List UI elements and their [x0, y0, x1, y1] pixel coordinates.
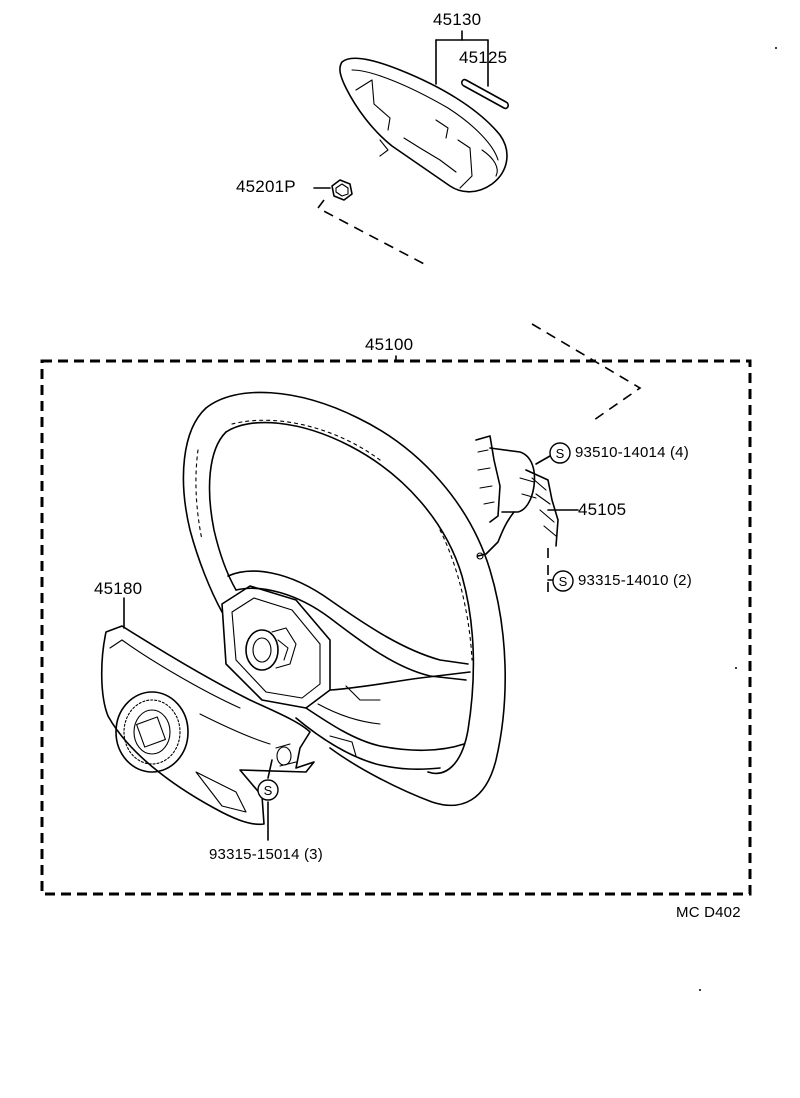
s-symbol-letter: S [264, 783, 273, 798]
nut-45201P [331, 179, 353, 201]
lower-cover-45180 [100, 625, 315, 826]
label-93315-14010: 93315-14010 (2) [578, 572, 692, 589]
horn-contact-45105 [475, 435, 559, 560]
leader-93510 [535, 455, 551, 465]
label-45125: 45125 [459, 48, 508, 67]
label-45100: 45100 [365, 335, 414, 354]
s-symbol-93315-14010: S [552, 570, 574, 592]
label-45105: 45105 [578, 500, 627, 519]
s-symbol-letter: S [556, 446, 565, 461]
label-45130: 45130 [433, 10, 482, 29]
dash-nut-upper [316, 199, 429, 267]
label-45201P: 45201P [236, 177, 296, 196]
label-93510-14014: 93510-14014 (4) [575, 444, 689, 461]
s-symbol-93315-15014: S [257, 779, 279, 801]
s-symbol-93510: S [549, 442, 571, 464]
horn-pad-45130 [339, 57, 508, 193]
emblem-45125 [461, 78, 509, 110]
s-symbol-letter: S [559, 574, 568, 589]
leader-screw-lower [267, 759, 273, 779]
label-93315-15014: 93315-15014 (3) [209, 846, 323, 863]
steering-wheel-45100 [182, 391, 506, 807]
dash-to-hub [531, 323, 642, 421]
diagram-code: MC D402 [676, 904, 741, 921]
label-45180: 45180 [94, 579, 143, 598]
